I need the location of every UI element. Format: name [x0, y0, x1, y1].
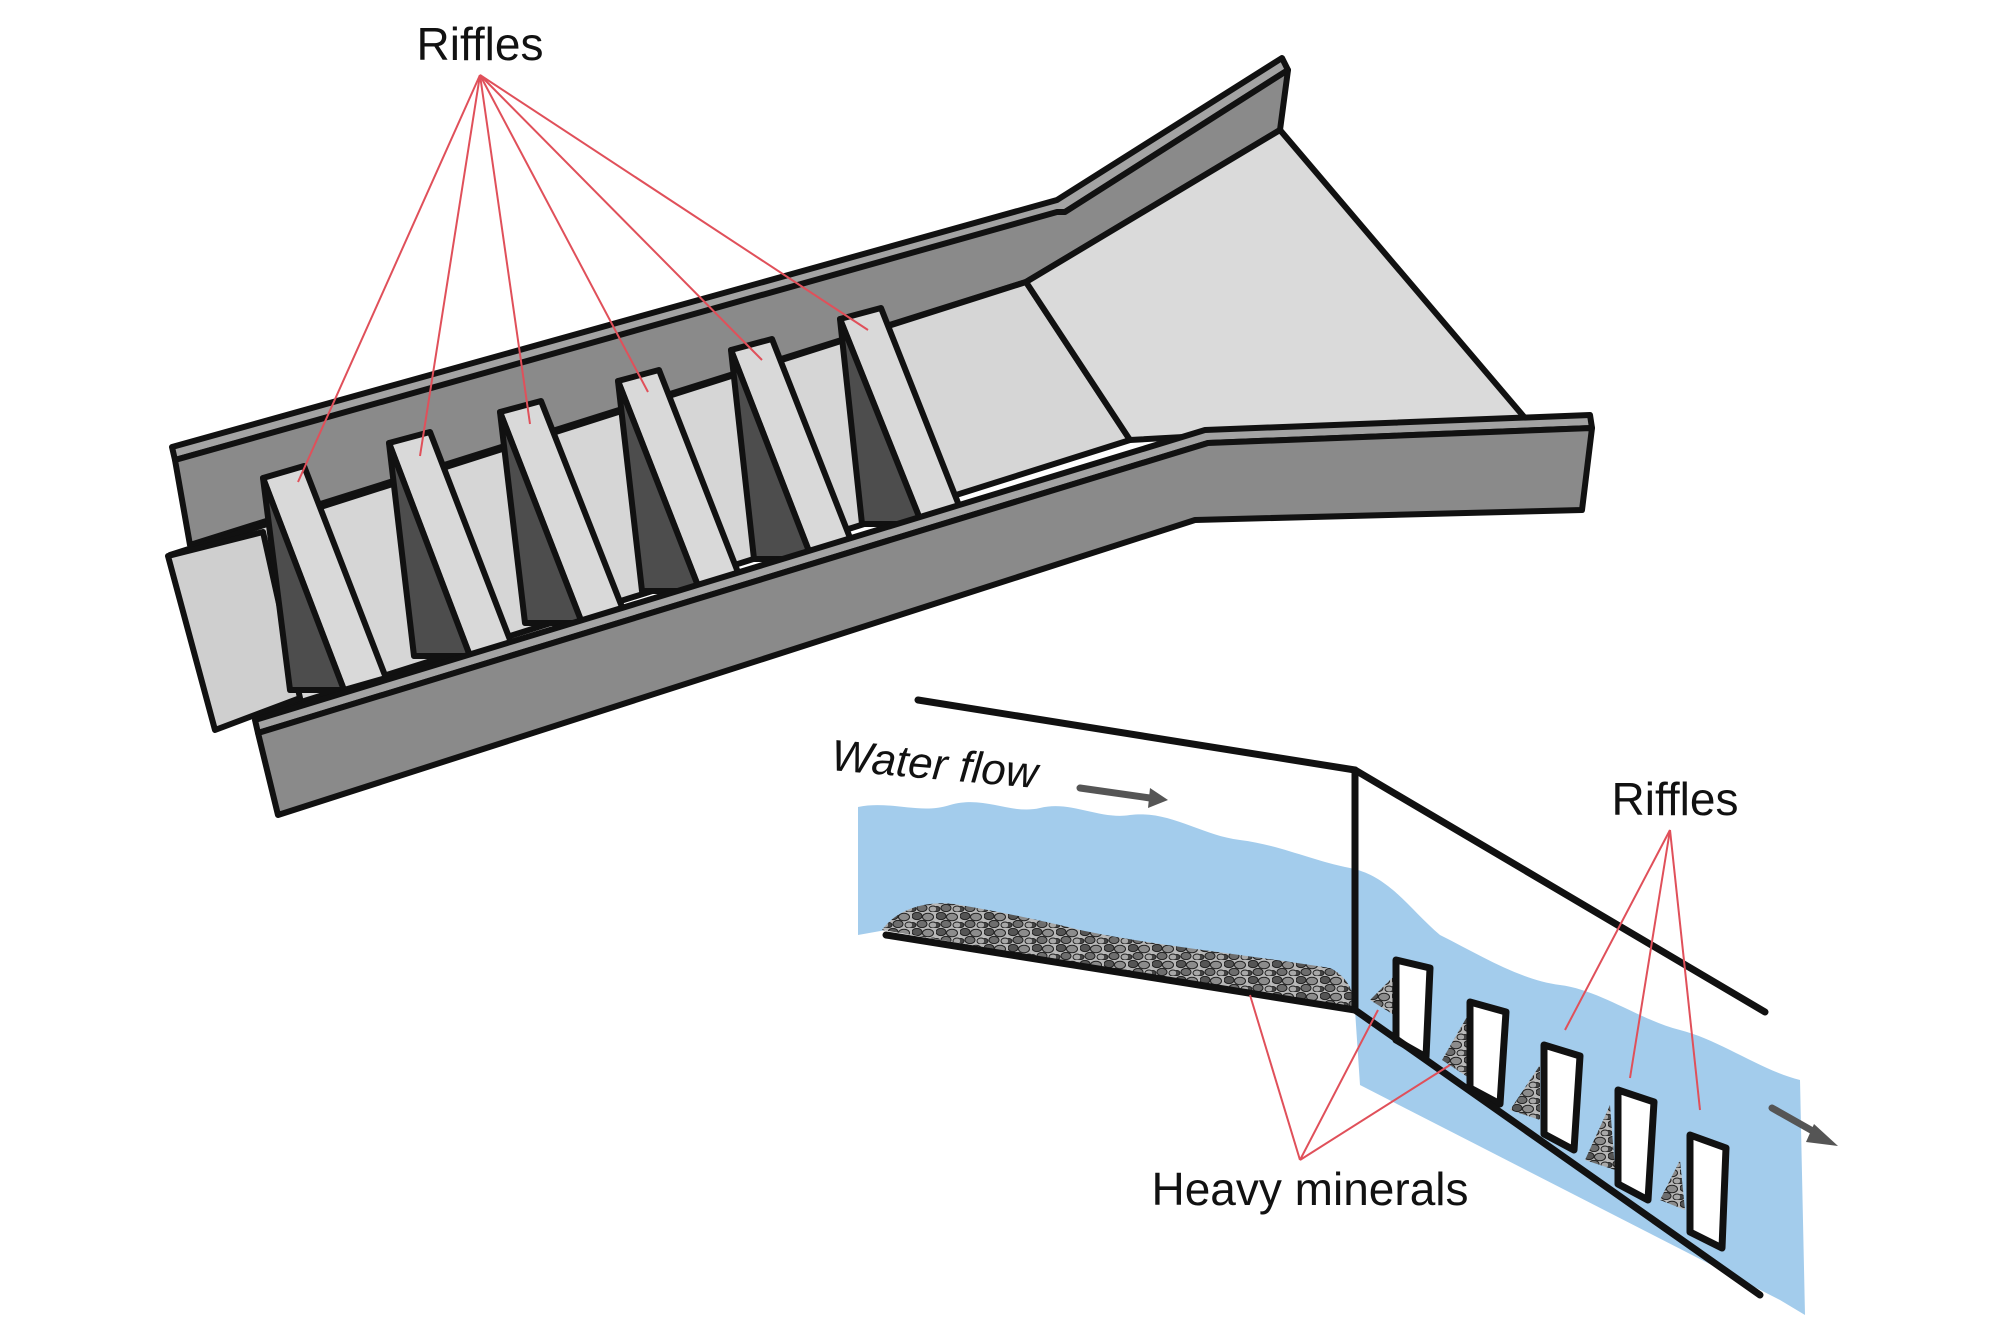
arrow-down-right-icon — [1768, 1104, 1838, 1146]
riffle-block-3 — [1540, 1041, 1584, 1154]
riffles-top-leaders — [297, 74, 869, 483]
riffle-block-2 — [1466, 998, 1510, 1108]
riffle-3-shadow — [497, 409, 585, 626]
pool-floor — [882, 931, 1359, 1014]
heavy-minerals-label: Heavy minerals — [1152, 1163, 1469, 1215]
riffle-block-5 — [1686, 1131, 1730, 1252]
heavy-minerals-leaders — [1249, 994, 1451, 1161]
front-wall-face — [255, 425, 1595, 818]
upper-frame-right — [1351, 766, 1769, 1016]
water-flow-label: Water flow — [829, 731, 1043, 798]
riffle-2-shadow — [386, 440, 473, 659]
riffles-side-label: Riffles — [1612, 773, 1739, 825]
riffles-side-leaders — [1564, 829, 1701, 1111]
arrow-right-icon — [1076, 784, 1168, 808]
inclined-floor — [1351, 1006, 1764, 1299]
riffle-blocks — [1392, 956, 1730, 1252]
front-end-flap — [165, 529, 303, 733]
riffle-block-4 — [1614, 1086, 1658, 1204]
cross-section — [858, 696, 1838, 1315]
water — [858, 802, 1805, 1315]
gravel-bed — [882, 903, 1355, 1010]
riffles-top-label: Riffles — [417, 18, 544, 70]
riffle-1-shadow — [260, 475, 347, 693]
sluice-box — [165, 55, 1595, 818]
upper-frame-left — [914, 696, 1359, 774]
